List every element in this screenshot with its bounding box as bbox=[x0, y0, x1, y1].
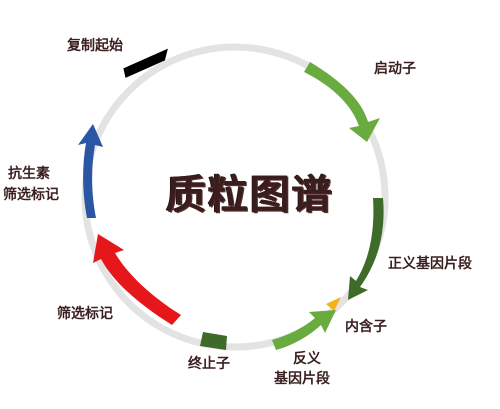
label-antibiotic-line2: 筛选标记 bbox=[3, 187, 59, 203]
label-antisense-line2: 基因片段 bbox=[274, 371, 330, 387]
selection-marker-arrow bbox=[93, 234, 181, 325]
label-replication-origin: 复制起始 bbox=[67, 38, 123, 54]
label-sense-gene: 正义基因片段 bbox=[388, 256, 472, 272]
label-antisense-line1: 反义 bbox=[293, 351, 321, 367]
label-promoter: 启动子 bbox=[374, 61, 416, 77]
antisense-gene-arrow bbox=[272, 310, 336, 350]
promoter-arrow bbox=[304, 62, 380, 142]
label-intron: 内含子 bbox=[345, 319, 387, 335]
label-terminator: 终止子 bbox=[188, 356, 230, 372]
terminator-segment bbox=[200, 332, 227, 350]
label-selection-marker: 筛选标记 bbox=[57, 306, 113, 322]
sense-gene-arrow bbox=[348, 198, 384, 300]
label-antibiotic-line1: 抗生素 bbox=[8, 166, 50, 182]
intron-marker bbox=[326, 297, 341, 311]
replication-origin-segment bbox=[123, 48, 168, 78]
antibiotic-marker-arrow bbox=[78, 124, 103, 218]
diagram-title: 质粒图谱 bbox=[166, 171, 334, 218]
